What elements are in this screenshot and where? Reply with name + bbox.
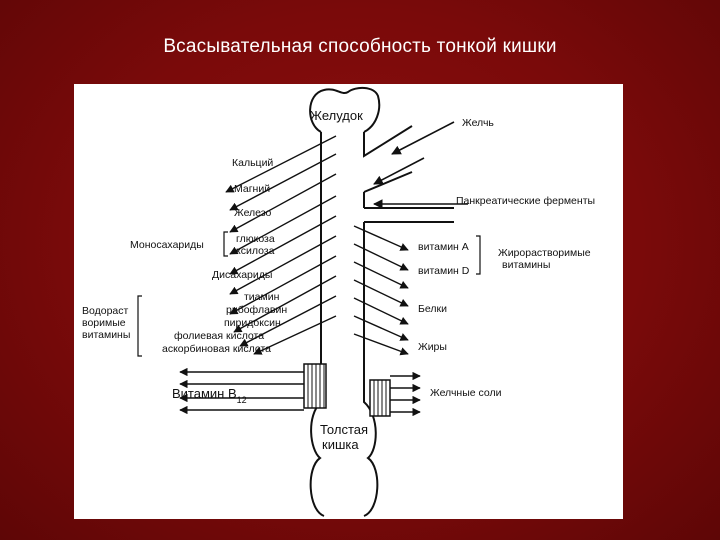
pyridoxine-label: пиридоксин: [224, 317, 281, 329]
fat-soluble-label-1: Жирорастворимые: [498, 247, 591, 259]
bile-salts-arrows: [390, 371, 421, 417]
pancreatic-enzymes-label: Панкреатические ферменты: [456, 195, 595, 207]
left-absorption-arrows: [225, 135, 337, 355]
vitamin-d-label: витамин D: [418, 265, 470, 277]
vitamin-b12-label: Витамин В12: [172, 386, 247, 405]
vitamin-b12-subscript: 12: [237, 395, 247, 405]
fats-label: Жиры: [418, 341, 447, 353]
bile-salts-label: Желчные соли: [430, 387, 502, 399]
riboflavin-label: рибофлавин: [226, 304, 287, 316]
vitamin-b12-text: Витамин В: [172, 386, 237, 401]
bile-label: Желчь: [462, 117, 494, 129]
absorption-diagram: Желудок Толстая кишка Кальций Магний Жел…: [82, 86, 595, 517]
b12-arrows: [179, 367, 304, 415]
diagram-panel: Желудок Толстая кишка Кальций Магний Жел…: [74, 84, 623, 519]
ascorbic-acid-label: аскорбиновая кислота: [162, 343, 271, 355]
brackets: [137, 231, 481, 357]
magnesium-label: Магний: [234, 183, 270, 195]
b12-absorption-block: [303, 363, 327, 409]
colon-label-line2: кишка: [322, 437, 359, 452]
water-soluble-label-2: воримые: [82, 317, 126, 329]
water-soluble-label-1: Водораст: [82, 305, 129, 317]
vitamin-a-label: витамин А: [418, 241, 469, 253]
folic-acid-label: фолиевая кислота: [174, 330, 264, 342]
fat-soluble-label-2: витамины: [502, 259, 550, 271]
slide-title: Всасывательная способность тонкой кишки: [163, 36, 557, 57]
glucose-label: глюкоза: [236, 233, 275, 245]
water-soluble-label-3: витамины: [82, 329, 130, 341]
stomach-label: Желудок: [310, 108, 363, 123]
disaccharides-label: Дисахариды: [212, 269, 272, 281]
bile-duct-arrows: [373, 121, 455, 185]
proteins-label: Белки: [418, 303, 447, 315]
calcium-label: Кальций: [232, 157, 273, 169]
colon-label-line1: Толстая: [320, 422, 368, 437]
bile-salts-absorption-block: [369, 379, 391, 417]
xylose-label: ксилоза: [236, 245, 275, 257]
right-absorption-arrows: [353, 225, 409, 356]
iron-label: Железо: [234, 207, 271, 219]
thiamine-label: тиамин: [244, 291, 280, 303]
monosaccharides-label: Моносахариды: [130, 239, 204, 251]
